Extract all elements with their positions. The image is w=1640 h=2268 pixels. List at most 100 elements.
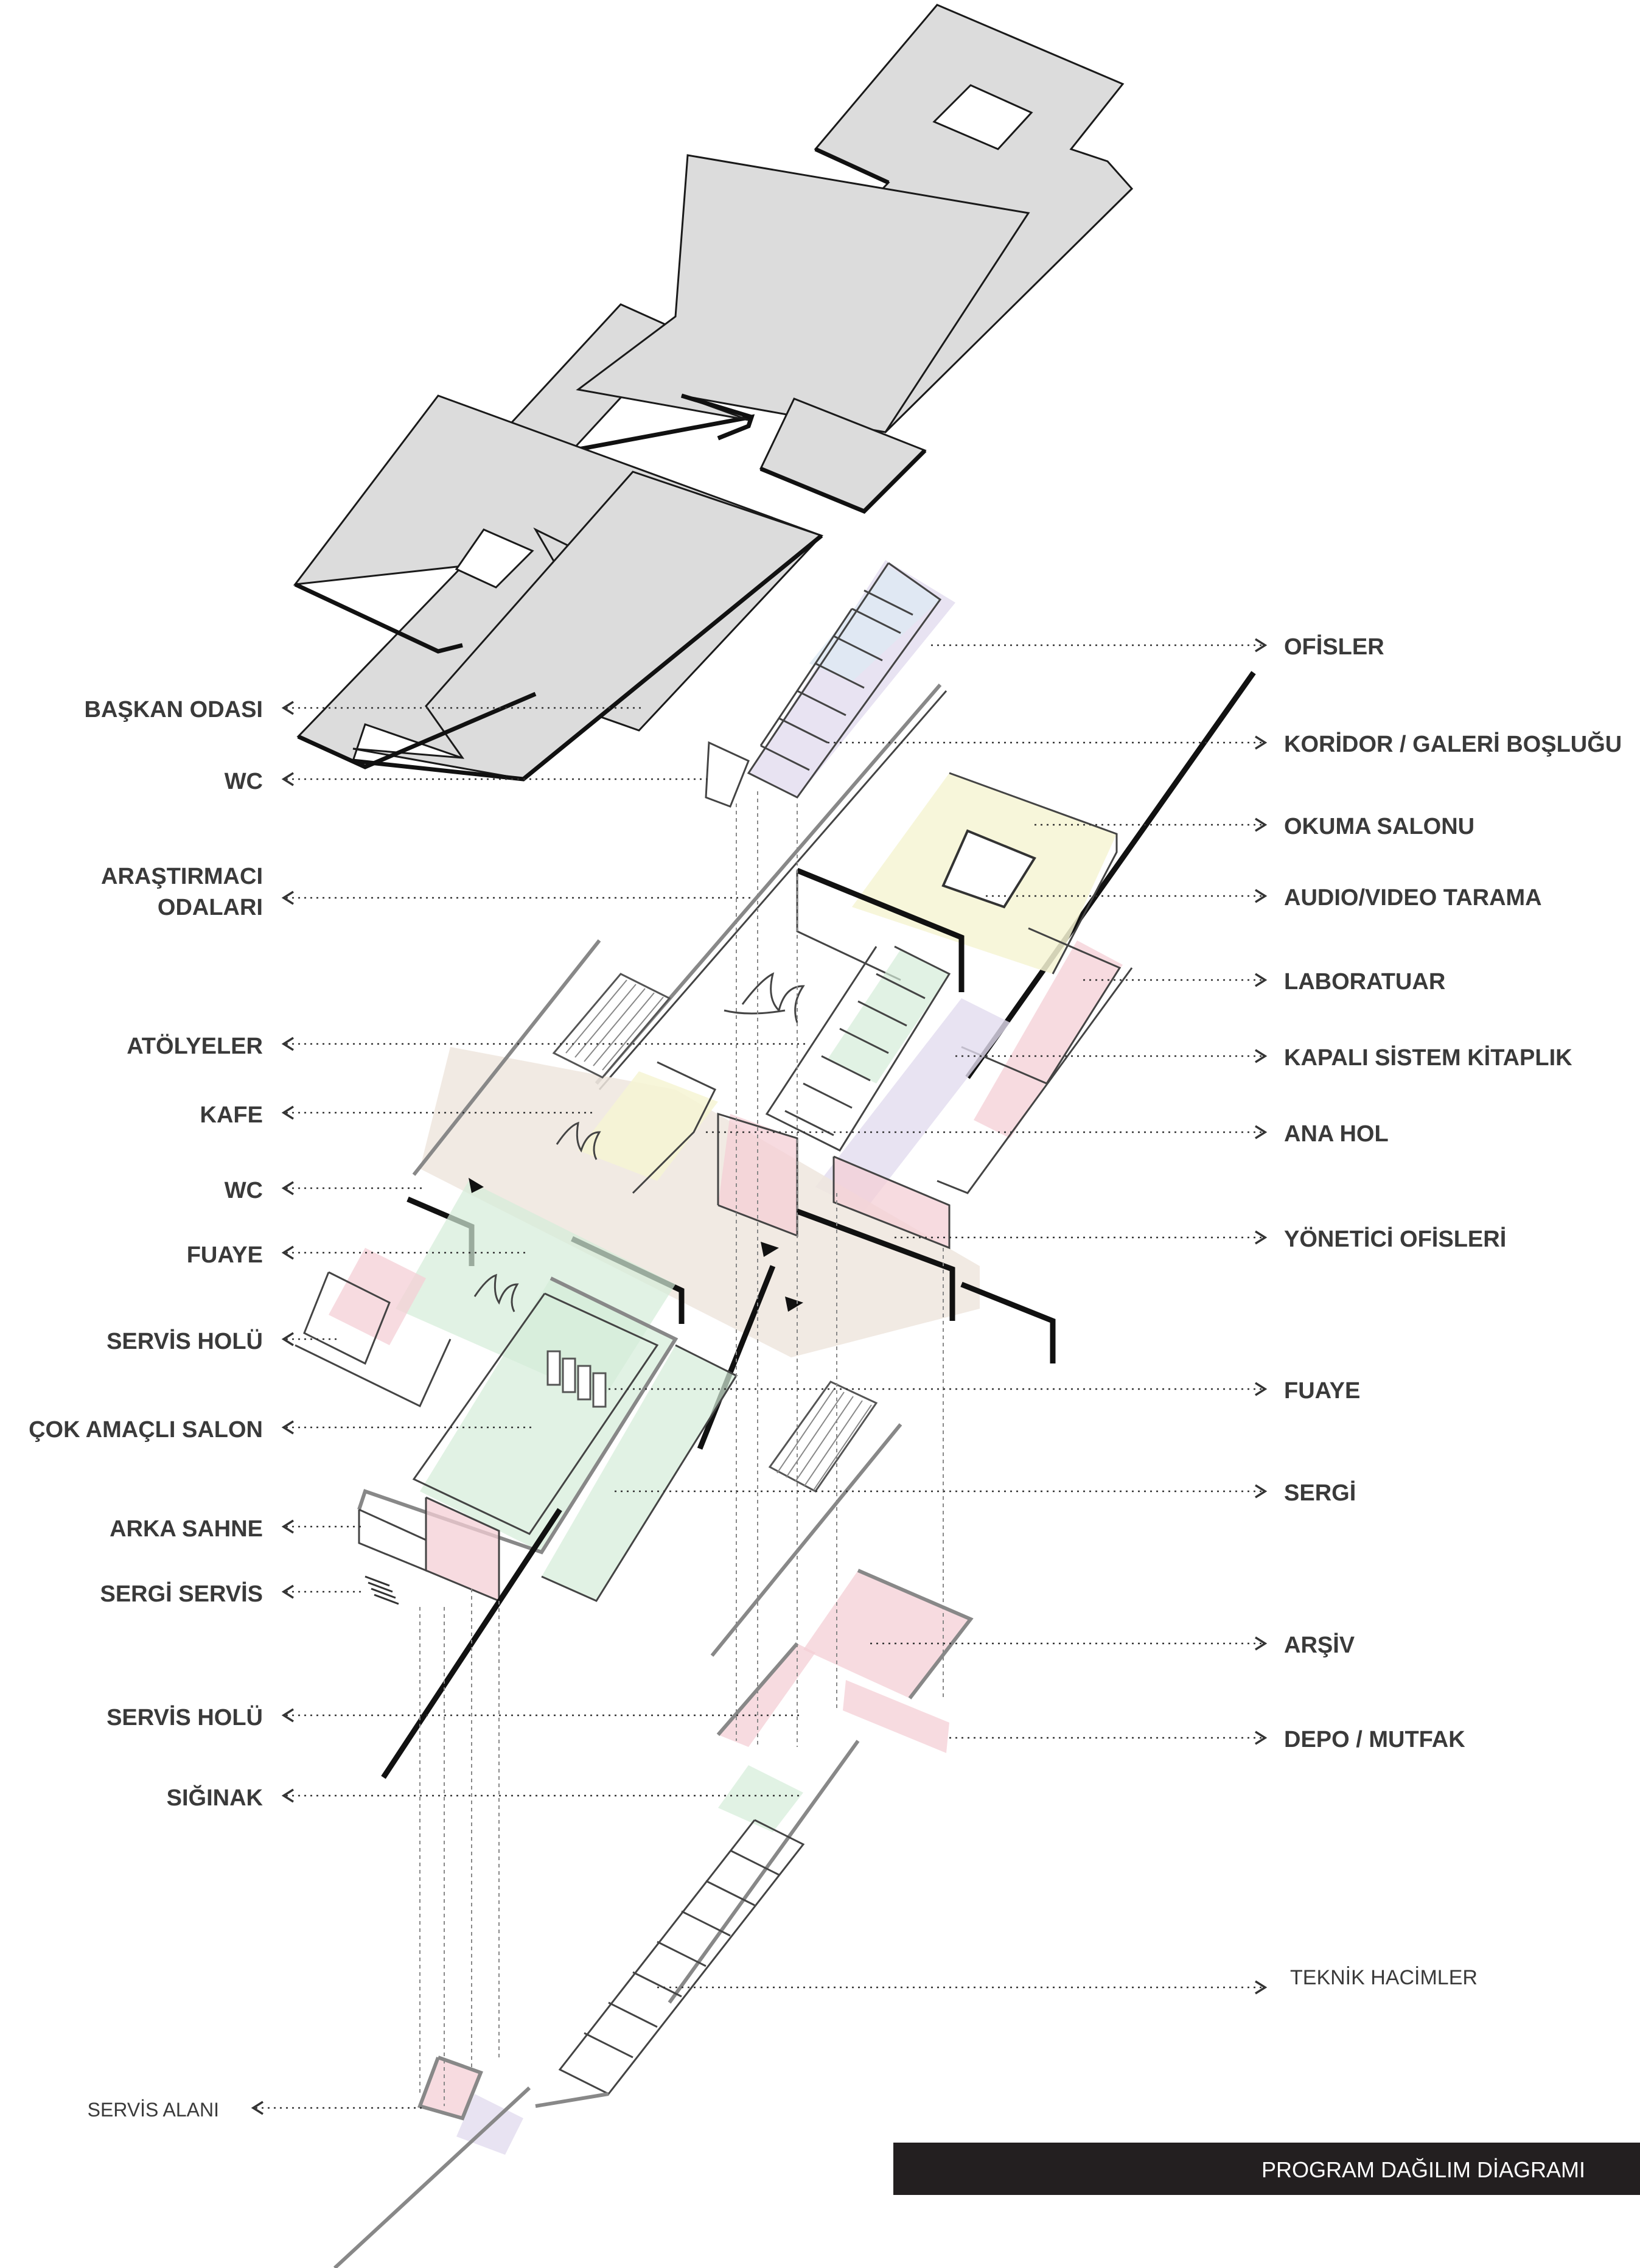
label-koridor: KORİDOR / GALERİ BOŞLUĞU	[1284, 730, 1622, 757]
corridor-black-wall	[965, 671, 1256, 1079]
leaders-left	[251, 701, 809, 2115]
label-baskan-odasi: BAŞKAN ODASI	[85, 697, 263, 723]
basement-long-wall	[333, 2086, 531, 2268]
kitchen-zone	[843, 1680, 949, 1753]
label-audio-video: AUDIO/VIDEO TARAMA	[1284, 885, 1542, 911]
laboratory-outline	[961, 927, 1122, 1085]
basement-outer-wall	[535, 2092, 609, 2108]
closed-stack-cells	[784, 973, 926, 1136]
service-wing-outline	[295, 1339, 452, 1408]
service-area-zone	[420, 2057, 481, 2118]
offices-zone-b	[809, 566, 940, 682]
label-arsiv: ARŞİV	[1284, 1633, 1355, 1658]
label-arastirmaci-line1: ARAŞTIRMACI	[101, 864, 263, 889]
label-fuaye-right: FUAYE	[1284, 1378, 1360, 1404]
label-atolyeler: ATÖLYELER	[127, 1033, 263, 1059]
exhibition-outline	[541, 1344, 738, 1602]
audio-video-room	[941, 829, 1036, 909]
label-servis-alani: SERVİS ALANI	[88, 2099, 219, 2121]
reading-room-black-wall	[796, 867, 965, 992]
labels-left: BAŞKAN ODASI WC ARAŞTIRMACI ODALARI ATÖL…	[29, 697, 263, 2121]
roof-edge-top-a	[814, 147, 890, 185]
leaders-right	[609, 638, 1268, 1995]
workshop-outline	[632, 1061, 717, 1194]
sergi-service-stair	[365, 1575, 399, 1605]
entry-arrow-a	[469, 1178, 484, 1193]
label-sergi-servis: SERGİ SERVİS	[100, 1581, 263, 1607]
multipurpose-hall-outline	[357, 1276, 679, 1555]
label-fuaye-left: FUAYE	[187, 1242, 263, 1268]
stair-upper-wall	[412, 939, 601, 1176]
black-wall-c	[796, 1208, 955, 1321]
corridor-wall-long-b	[598, 690, 947, 1090]
label-depo-mutfak: DEPO / MUTFAK	[1284, 1727, 1465, 1752]
multipurpose-hall-inner	[412, 1292, 659, 1535]
roof-upper-group	[509, 4, 1134, 514]
stair-lower-steps	[776, 1387, 872, 1491]
roof-lower-group	[293, 394, 824, 782]
shelter-outline	[668, 1740, 860, 2004]
label-wc-mid: WC	[225, 1178, 263, 1203]
archive-zone	[803, 1570, 971, 1698]
label-laboratuar: LABORATUAR	[1284, 969, 1445, 995]
multipurpose-hall-zone	[420, 1278, 675, 1552]
label-servis-holu-top: SERVİS HOLÜ	[106, 1328, 263, 1354]
diagram-title: PROGRAM DAĞILIM DİAGRAMI	[1261, 2157, 1585, 2182]
cafe-zone	[578, 1071, 718, 1181]
wc-box-top	[705, 741, 750, 808]
stair-upper	[552, 973, 671, 1079]
storage-kitchen-outline	[716, 1642, 799, 1736]
label-sergi: SERGİ	[1284, 1480, 1356, 1506]
archive-outline	[857, 1569, 974, 1699]
service-area-outline	[417, 2056, 483, 2121]
label-ofisler: OFİSLER	[1284, 634, 1384, 660]
office-cells	[760, 607, 901, 771]
closed-stack-outline	[765, 945, 951, 1152]
title-bar	[893, 2143, 1640, 2195]
label-ana-hol: ANA HOL	[1284, 1121, 1389, 1147]
roof-void-lower	[455, 528, 534, 589]
roof-edge-small	[759, 449, 927, 514]
technical-cells	[584, 1849, 780, 2059]
upper-slab-outline	[937, 967, 1133, 1194]
back-stage-rooms	[358, 1508, 427, 1572]
label-arastirmaci-line2: ODALARI	[158, 895, 263, 920]
label-servis-holu-bottom: SERVİS HOLÜ	[106, 1704, 263, 1731]
ground-floor	[295, 939, 1056, 1779]
label-yonetici: YÖNETİCİ OFİSLERİ	[1284, 1226, 1506, 1252]
exhibition-zone	[542, 1345, 736, 1601]
technical-outline	[558, 1819, 805, 2095]
plant-icon-foyer	[473, 1273, 519, 1312]
service-hall-outline	[303, 1271, 391, 1365]
closed-stack-zone	[815, 998, 1010, 1211]
offices-partitions	[864, 589, 913, 616]
stage-boxes	[546, 1350, 607, 1408]
ground-slab	[420, 1047, 980, 1357]
admin-offices-outline	[832, 1155, 951, 1250]
projection-lines	[419, 791, 944, 2106]
shelter-zone	[718, 1765, 803, 1832]
label-arka-sahne: ARKA SAHNE	[110, 1516, 263, 1542]
title-block: PROGRAM DAĞILIM DİAGRAMI	[893, 2143, 1640, 2195]
label-cok-amacli-salon: ÇOK AMAÇLI SALON	[29, 1417, 263, 1443]
offices-outline	[747, 562, 942, 799]
label-kapali-sistem: KAPALI SİSTEM KİTAPLIK	[1284, 1045, 1572, 1071]
label-siginak: SIĞINAK	[167, 1784, 263, 1811]
entry-arrow-c	[785, 1297, 803, 1312]
storage-zone	[718, 1643, 815, 1747]
office-cells-fronts	[759, 608, 853, 746]
admin-offices-zone	[834, 1157, 949, 1248]
stair-upper-steps	[565, 979, 664, 1071]
black-wall-e	[697, 1265, 776, 1450]
reading-room-outline	[949, 772, 1118, 975]
labels-right: OFİSLER KORİDOR / GALERİ BOŞLUĞU OKUMA S…	[1284, 634, 1622, 1989]
label-wc-top: WC	[225, 769, 263, 794]
entry-arrow-b	[761, 1242, 779, 1257]
roof-edge-top-c	[680, 393, 755, 441]
black-wall-d	[960, 1281, 1056, 1363]
stair-lower-wall	[710, 1423, 902, 1657]
cafe-pink-outline	[717, 1112, 798, 1237]
roof-edge-lower-a	[294, 582, 463, 654]
label-okuma-salonu: OKUMA SALONU	[1284, 814, 1474, 839]
